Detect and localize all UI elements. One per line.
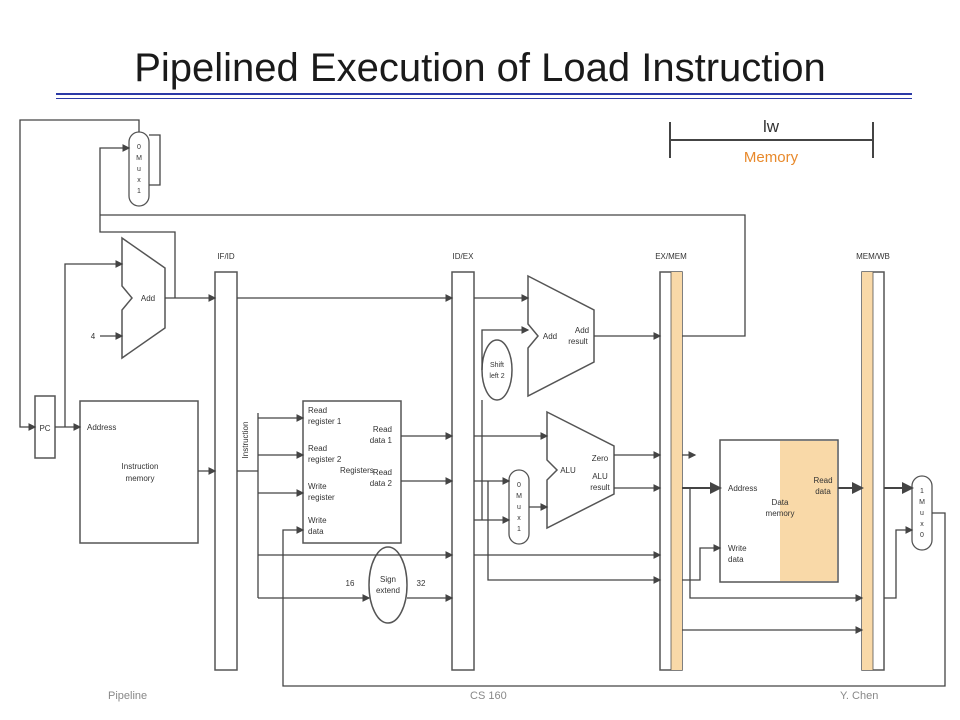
- exmem-label: EX/MEM: [655, 252, 687, 261]
- pipeline-register-exmem: [659, 271, 683, 671]
- alu-mux-0: 0: [517, 482, 521, 489]
- read-data1-b: data 1: [370, 436, 393, 445]
- shift-a: Shift: [490, 362, 504, 369]
- dm-name-a: Data: [772, 498, 789, 507]
- alu: [546, 410, 615, 530]
- alu-mux-x: x: [517, 515, 521, 522]
- sign-extend: [368, 546, 408, 624]
- wb-mux-m: M: [919, 499, 925, 506]
- add-result-a: Add: [575, 326, 589, 335]
- alu-zero: Zero: [592, 454, 609, 463]
- shift-left-2: [481, 339, 513, 401]
- write-data-a: Write: [308, 516, 327, 525]
- pc-label: PC: [39, 424, 50, 433]
- read-reg1-a: Read: [308, 406, 327, 415]
- pipeline-register-memwb: [861, 271, 885, 671]
- alu-result-b: result: [590, 483, 610, 492]
- sign-b: extend: [376, 586, 400, 595]
- branch-adder: [527, 274, 595, 398]
- footer-right: Y. Chen: [840, 690, 879, 702]
- im-name-2: memory: [126, 474, 155, 483]
- write-reg-a: Write: [308, 482, 327, 491]
- alu-mux-m: M: [516, 493, 522, 500]
- title-underline: [56, 93, 912, 95]
- page-title: Pipelined Execution of Load Instruction: [134, 46, 826, 90]
- read-data1-a: Read: [373, 425, 392, 434]
- pipeline-register-idex: [451, 271, 475, 671]
- wb-mux-1: 1: [920, 488, 924, 495]
- dm-read-b: data: [815, 487, 831, 496]
- im-name-1: Instruction: [122, 462, 159, 471]
- stage-name-label: Memory: [744, 149, 799, 166]
- wb-mux-x: x: [920, 521, 924, 528]
- read-reg2-b: register 2: [308, 455, 342, 464]
- alu-result-a: ALU: [592, 472, 608, 481]
- alu-label: ALU: [560, 466, 576, 475]
- branch-add-label: Add: [543, 332, 557, 341]
- read-data2-b: data 2: [370, 479, 393, 488]
- shift-b: left 2: [489, 373, 504, 380]
- stage-instruction-label: lw: [763, 117, 780, 136]
- wb-mux-u: u: [920, 510, 924, 517]
- data-memory-highlight: [780, 441, 837, 581]
- read-data2-a: Read: [373, 468, 392, 477]
- footer-left: Pipeline: [108, 690, 148, 702]
- width-32: 32: [417, 579, 426, 588]
- constant-four: 4: [91, 332, 96, 341]
- wb-mux-0: 0: [920, 532, 924, 539]
- dm-name-b: memory: [766, 509, 795, 518]
- dm-read-a: Read: [813, 476, 832, 485]
- idex-label: ID/EX: [453, 252, 475, 261]
- add-result-b: result: [568, 337, 588, 346]
- instruction-bus-label: Instruction: [241, 422, 250, 459]
- dm-address-label: Address: [728, 484, 757, 493]
- pc-mux-u: u: [137, 166, 141, 173]
- instruction-memory: [79, 400, 199, 544]
- registers-label: Registers: [340, 466, 374, 475]
- read-reg1-b: register 1: [308, 417, 342, 426]
- dm-write-a: Write: [728, 544, 747, 553]
- ifid-label: IF/ID: [217, 252, 235, 261]
- pc-adder-label: Add: [141, 294, 155, 303]
- pc-mux-m: M: [136, 155, 142, 162]
- title-underline-thin: [56, 98, 912, 99]
- alu-mux-u: u: [517, 504, 521, 511]
- footer-center: CS 160: [470, 690, 507, 702]
- pipeline-register-ifid: [214, 271, 238, 671]
- memwb-label: MEM/WB: [856, 252, 890, 261]
- pc-mux-1: 1: [137, 188, 141, 195]
- register-file: [302, 400, 402, 544]
- pc-mux-x: x: [137, 177, 141, 184]
- read-reg2-a: Read: [308, 444, 327, 453]
- stage-bracket: [669, 122, 874, 158]
- im-address-label: Address: [87, 423, 116, 432]
- write-reg-b: register: [308, 493, 335, 502]
- dm-write-b: data: [728, 555, 744, 564]
- datapath-wires: [19, 119, 946, 687]
- width-16: 16: [346, 579, 355, 588]
- alu-mux-1: 1: [517, 526, 521, 533]
- write-data-b: data: [308, 527, 324, 536]
- pc-mux-0: 0: [137, 144, 141, 151]
- sign-a: Sign: [380, 575, 396, 584]
